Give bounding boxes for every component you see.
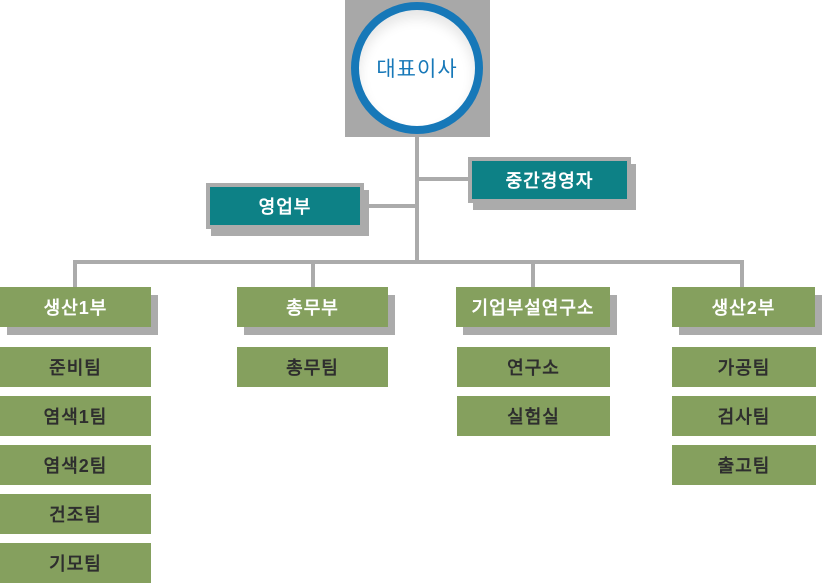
team-label: 기모팀 bbox=[49, 554, 102, 574]
team-label: 출고팀 bbox=[717, 456, 771, 476]
sales-dept-label: 영업부 bbox=[258, 197, 312, 217]
team-node: 출고팀 bbox=[672, 445, 816, 485]
team-label: 염색2팀 bbox=[43, 456, 108, 476]
connector-trunk bbox=[415, 137, 419, 264]
connector-branch-horizontal bbox=[73, 260, 744, 264]
team-node: 가공팀 bbox=[672, 347, 816, 387]
dept-node-production1: 생산1부 bbox=[0, 287, 151, 327]
team-node: 준비팀 bbox=[0, 347, 151, 387]
connector-drop-dept4 bbox=[740, 264, 744, 287]
team-label: 준비팀 bbox=[49, 358, 102, 378]
team-node: 기모팀 bbox=[0, 543, 151, 583]
connector-drop-dept1 bbox=[73, 264, 77, 287]
middle-manager-label: 중간경영자 bbox=[505, 171, 594, 191]
team-node: 연구소 bbox=[457, 347, 610, 387]
dept-label: 총무부 bbox=[286, 298, 339, 318]
team-label: 가공팀 bbox=[717, 358, 771, 378]
dept-node-general-affairs: 총무부 bbox=[237, 287, 388, 327]
node-middle-manager: 중간경영자 bbox=[468, 157, 631, 203]
dept-label: 기업부설연구소 bbox=[471, 298, 595, 318]
team-label: 연구소 bbox=[507, 358, 560, 378]
connector-drop-dept2 bbox=[311, 264, 315, 287]
ceo-label: 대표이사 bbox=[376, 58, 458, 81]
team-node: 총무팀 bbox=[237, 347, 388, 387]
team-label: 염색1팀 bbox=[43, 407, 108, 427]
dept-label: 생산2부 bbox=[711, 298, 776, 318]
team-node: 염색1팀 bbox=[0, 396, 151, 436]
team-label: 검사팀 bbox=[717, 407, 771, 427]
team-label: 총무팀 bbox=[286, 358, 339, 378]
node-sales-dept: 영업부 bbox=[206, 183, 364, 229]
team-label: 건조팀 bbox=[49, 505, 102, 525]
connector-middle-manager bbox=[419, 177, 468, 181]
dept-node-production2: 생산2부 bbox=[672, 287, 815, 327]
dept-node-research-institute: 기업부설연구소 bbox=[456, 287, 610, 327]
team-label: 실험실 bbox=[507, 407, 560, 427]
team-node: 실험실 bbox=[457, 396, 610, 436]
team-node: 건조팀 bbox=[0, 494, 151, 534]
dept-label: 생산1부 bbox=[43, 298, 108, 318]
team-node: 검사팀 bbox=[672, 396, 816, 436]
connector-sales-dept bbox=[364, 204, 415, 208]
connector-drop-dept3 bbox=[531, 264, 535, 287]
ceo-node: 대표이사 bbox=[351, 2, 483, 134]
team-node: 염색2팀 bbox=[0, 445, 151, 485]
